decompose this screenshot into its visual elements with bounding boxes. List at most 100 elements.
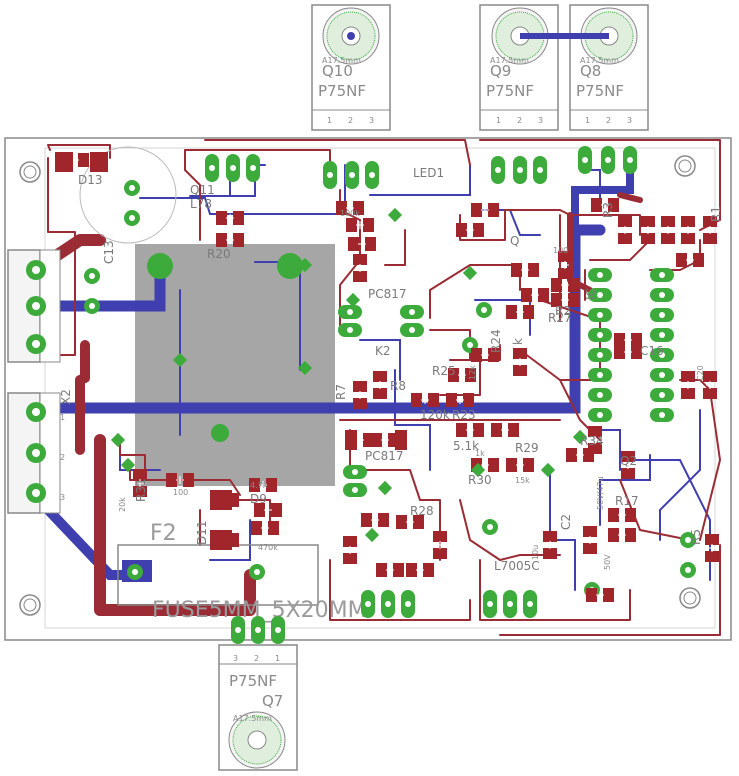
tht-pad <box>650 388 674 402</box>
label-12k: 12k <box>468 365 477 380</box>
q10-pin1: 1 <box>327 116 332 125</box>
tht-pad <box>365 161 379 189</box>
via <box>345 292 361 308</box>
smd-pad-pair <box>703 216 717 244</box>
component-labels: D13 C13 Q11 L78 R20 LED1 100k PC817 K2 Q… <box>78 166 723 573</box>
smd-pad-pair <box>491 423 519 437</box>
q8-name: Q8 <box>580 62 601 80</box>
tht-pad <box>251 616 265 644</box>
label-r1: R1 <box>709 206 723 222</box>
label-c20: C20 <box>696 365 705 381</box>
x2-pin1: 1 <box>60 413 65 422</box>
q8-part: P75NF <box>576 82 624 100</box>
terminal-block-x2: X2 1 2 3 <box>7 389 73 514</box>
q8-pin3: 3 <box>627 116 632 125</box>
label-r31: R31 <box>134 478 148 502</box>
q9-name: Q9 <box>490 62 511 80</box>
x2-label: X2 <box>59 389 73 405</box>
via <box>297 257 313 273</box>
mounting-hole-tl <box>19 161 41 183</box>
label-4k7: 4.7k <box>250 481 268 490</box>
tht-pad <box>476 302 492 318</box>
transistor-q7: 3 2 1 P75NF Q7 A17.5mm <box>218 644 298 771</box>
smd-pad-pair <box>446 393 474 407</box>
tht-pad <box>401 590 415 618</box>
smd-pad-pair <box>681 371 695 399</box>
tht-pad <box>226 154 240 182</box>
tht-pad <box>361 590 375 618</box>
label-r5: R5 <box>689 529 703 545</box>
terminal-block-top <box>7 249 61 363</box>
tht-pad <box>650 368 674 382</box>
smd-pad-pair <box>618 216 632 244</box>
label-q2: Q2 <box>620 454 637 468</box>
smd-pad-pair <box>543 531 557 559</box>
smd-pad-pair <box>353 381 367 409</box>
tht-pad <box>650 408 674 422</box>
label-q11: Q11 <box>190 183 215 197</box>
q7-pin3: 3 <box>233 654 238 663</box>
smd-pad-pair <box>456 223 484 237</box>
heatsink-pad-right <box>277 253 303 279</box>
q7-part: P75NF <box>229 672 277 690</box>
smd-pad-pair <box>591 198 619 212</box>
label-pc817-bottom: PC817 <box>365 449 404 463</box>
q7-pin1: 1 <box>275 654 280 663</box>
label-10u: 10u <box>531 545 540 560</box>
smd-pad-pair <box>703 371 717 399</box>
tht-pad <box>400 323 424 337</box>
smd-pad-pair <box>353 254 367 282</box>
smd-pad-pair <box>433 531 447 559</box>
x2-pin3: 3 <box>60 493 65 502</box>
smd-pad-pair <box>588 426 602 454</box>
label-r25: R25 <box>432 364 456 378</box>
smd-pad-pair <box>133 469 147 497</box>
label-100k: 100k <box>340 209 360 218</box>
tht-pad <box>503 590 517 618</box>
tht-pad <box>680 532 696 548</box>
tht-pad <box>491 156 505 184</box>
via <box>462 265 478 281</box>
smd-pad-pair <box>396 515 424 529</box>
tht-pad <box>623 146 637 174</box>
smd-body <box>55 152 73 172</box>
tht-pad <box>343 483 367 497</box>
tht-pad <box>650 328 674 342</box>
smd-pad-pair <box>608 528 636 542</box>
label-c2: C2 <box>559 514 573 530</box>
q7-pin2: 2 <box>254 654 259 663</box>
tht-pad <box>124 210 140 226</box>
via <box>387 207 403 223</box>
label-r34: R34 <box>580 434 604 448</box>
via <box>364 527 380 543</box>
q10-part: P75NF <box>318 82 366 100</box>
label-5k1: 5.1k <box>453 439 479 453</box>
smd-pad-pair <box>558 251 572 279</box>
through-hole-pads <box>84 146 696 644</box>
tht-pad <box>533 156 547 184</box>
tht-pad <box>246 154 260 182</box>
label-l78: L78 <box>190 197 212 211</box>
smd-pad-pair <box>448 368 476 382</box>
tht-pad <box>345 161 359 189</box>
q9-pin3: 3 <box>538 116 543 125</box>
q7-name: Q7 <box>262 692 283 710</box>
smd-pad-pair <box>471 203 499 217</box>
f2-label: F2 <box>150 521 177 546</box>
q10-name: Q10 <box>322 62 353 80</box>
via <box>540 462 556 478</box>
via <box>120 457 136 473</box>
smd-pad-pair <box>641 216 655 244</box>
smd-pad-pair <box>216 211 244 225</box>
q9-part: P75NF <box>486 82 534 100</box>
tht-pad <box>588 288 612 302</box>
smd-pad-pair <box>551 293 579 307</box>
heatsink-pad-left <box>147 253 173 279</box>
label-rk: k <box>511 338 525 345</box>
smd-pad-pair <box>348 237 376 251</box>
tht-pad <box>650 268 674 282</box>
label-k2: K2 <box>375 344 391 358</box>
label-r3: R3 <box>601 202 615 218</box>
smd-pad-pair <box>506 305 534 319</box>
smd-body <box>210 530 232 550</box>
